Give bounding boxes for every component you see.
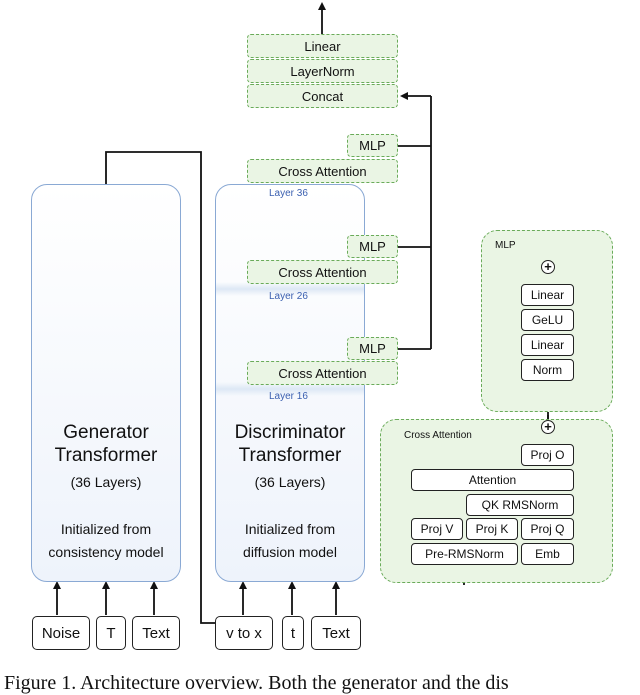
layer-band-16 bbox=[216, 382, 364, 396]
generator-title-line2: Transformer bbox=[54, 445, 158, 466]
mlp-linear-top: Linear bbox=[521, 284, 574, 306]
figure-caption: Figure 1. Architecture overview. Both th… bbox=[4, 672, 509, 694]
generator-transformer: Generator Transformer (36 Layers) Initia… bbox=[31, 184, 181, 582]
branch-mlp-36: MLP bbox=[347, 134, 398, 157]
branch-cross-attention-36: Cross Attention bbox=[247, 159, 398, 183]
ca-proj-o: Proj O bbox=[521, 444, 574, 466]
input-t: t bbox=[282, 616, 304, 650]
input-v-to-x: v to x bbox=[215, 616, 273, 650]
generator-layers: (36 Layers) bbox=[70, 474, 142, 490]
layer-label-16: Layer 16 bbox=[269, 391, 308, 402]
linear-block: Linear bbox=[247, 34, 398, 58]
branch-cross-attention-16: Cross Attention bbox=[247, 361, 398, 385]
input-T: T bbox=[96, 616, 126, 650]
layer-label-36: Layer 36 bbox=[269, 188, 308, 199]
cross-attention-detail-title: Cross Attention bbox=[404, 430, 472, 441]
discriminator-layers: (36 Layers) bbox=[254, 474, 326, 490]
generator-note-line2: consistency model bbox=[48, 544, 164, 560]
ca-pre-rmsnorm: Pre-RMSNorm bbox=[411, 543, 518, 565]
ca-qk-rmsnorm: QK RMSNorm bbox=[466, 494, 574, 516]
layernorm-block: LayerNorm bbox=[247, 59, 398, 83]
branch-mlp-26: MLP bbox=[347, 235, 398, 258]
ca-emb: Emb bbox=[521, 543, 574, 565]
mlp-plus-icon: + bbox=[541, 260, 555, 274]
mlp-norm: Norm bbox=[521, 359, 574, 381]
generator-output-path bbox=[105, 151, 215, 624]
ca-proj-k: Proj K bbox=[466, 518, 518, 540]
concat-block: Concat bbox=[247, 84, 398, 108]
mlp-gelu: GeLU bbox=[521, 309, 574, 331]
generator-note-line1: Initialized from bbox=[60, 521, 152, 537]
discriminator-note-line2: diffusion model bbox=[243, 544, 337, 560]
layer-band-26 bbox=[216, 282, 364, 296]
branch-mlp-16: MLP bbox=[347, 337, 398, 360]
discriminator-title-line1: Discriminator bbox=[234, 422, 346, 443]
discriminator-note-line1: Initialized from bbox=[244, 521, 336, 537]
input-text-generator: Text bbox=[132, 616, 180, 650]
generator-title-line1: Generator bbox=[63, 422, 149, 443]
input-text-discriminator: Text bbox=[311, 616, 361, 650]
mlp-linear-bottom: Linear bbox=[521, 334, 574, 356]
mlp-detail-title: MLP bbox=[495, 240, 516, 251]
branch-cross-attention-26: Cross Attention bbox=[247, 260, 398, 284]
layer-label-26: Layer 26 bbox=[269, 291, 308, 302]
ca-attention: Attention bbox=[411, 469, 574, 491]
ca-proj-q: Proj Q bbox=[521, 518, 574, 540]
ca-plus-icon: + bbox=[541, 420, 555, 434]
ca-proj-v: Proj V bbox=[411, 518, 463, 540]
input-noise: Noise bbox=[32, 616, 90, 650]
discriminator-title-line2: Transformer bbox=[238, 445, 342, 466]
